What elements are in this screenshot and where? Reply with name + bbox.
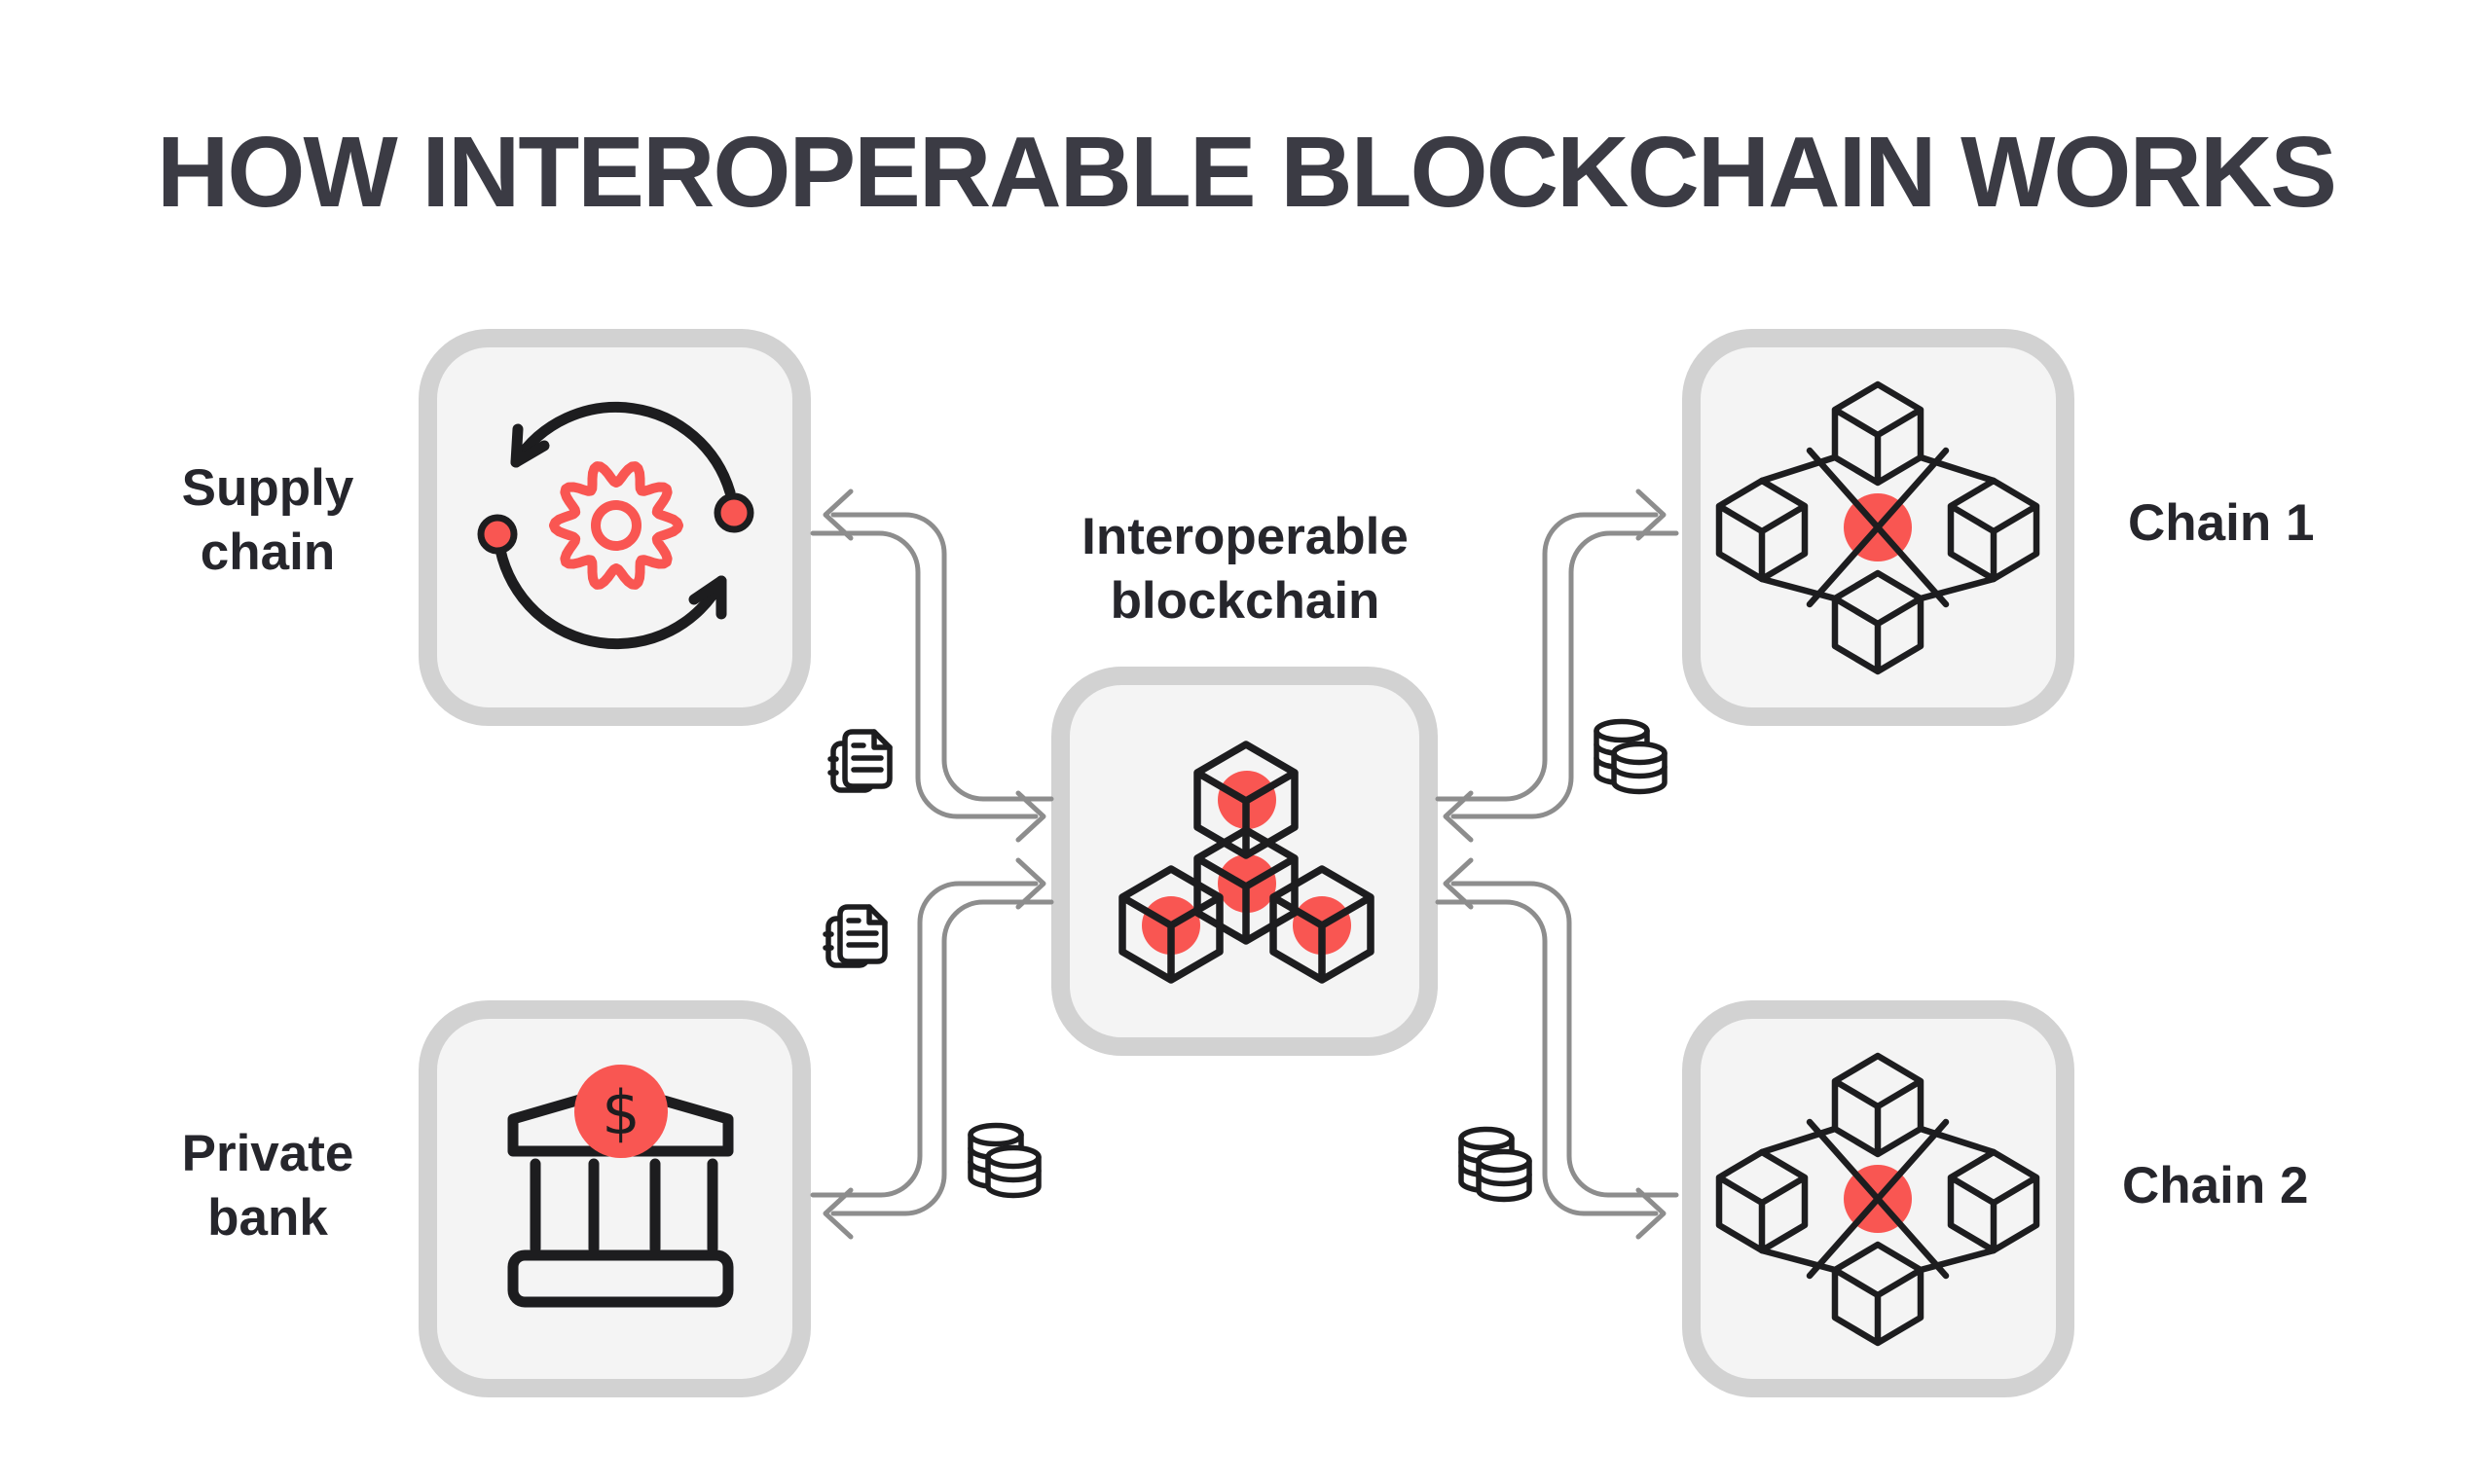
arrow-to-center-head xyxy=(1443,857,1474,910)
arrow-to-chain2-line xyxy=(1435,899,1659,1216)
arrow-to-bank-line xyxy=(830,899,1054,1216)
private-bank-box xyxy=(419,1000,811,1397)
page-title: HOW INTEROPERABLE BLOCKCHAIN WORKS xyxy=(157,116,2337,228)
coin-stacks-icon xyxy=(1461,1130,1529,1200)
document-pages-icon xyxy=(825,907,885,965)
arrow-to-chain2-head xyxy=(1635,1187,1667,1240)
supply-chain-box xyxy=(419,329,811,726)
coin-stacks-icon xyxy=(1596,722,1665,792)
supply-chain-label: Supply chain xyxy=(181,459,354,582)
arrow-to-center-line xyxy=(1450,881,1679,1198)
arrow-to-chain1-head xyxy=(1635,489,1667,541)
arrow-to-center-head xyxy=(1443,790,1474,843)
connector-center-chain2 xyxy=(1435,857,1679,1240)
arrow-to-bank-head xyxy=(823,1187,854,1240)
coin-stacks-icon xyxy=(971,1126,1039,1196)
chain-1-box xyxy=(1682,329,2074,726)
arrow-to-center-head xyxy=(1015,857,1046,910)
interoperable-blockchain-box xyxy=(1051,667,1438,1056)
arrow-to-center-head xyxy=(1015,790,1046,843)
chain-2-box xyxy=(1682,1000,2074,1397)
chain-2-label: Chain 2 xyxy=(2122,1157,2309,1214)
interoperable-blockchain-label: Interoperable blockchain xyxy=(1081,508,1409,631)
document-pages-icon xyxy=(830,732,890,790)
arrow-to-center-line xyxy=(810,881,1039,1198)
private-bank-label: Private bank xyxy=(181,1125,354,1248)
connector-bank-center xyxy=(810,857,1054,1240)
chain-1-label: Chain 1 xyxy=(2128,494,2315,552)
arrow-to-supply-head xyxy=(823,489,854,541)
